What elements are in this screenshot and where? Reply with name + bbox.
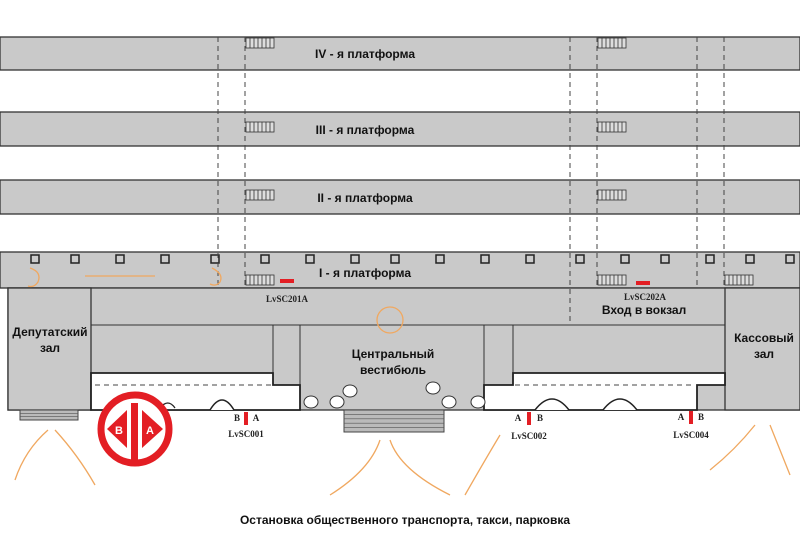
pillar-icon [160, 254, 170, 264]
pillar-icon [705, 254, 715, 264]
platform-3-label: III - я платформа [316, 123, 415, 137]
pillar-icon [745, 254, 755, 264]
platform-3: III - я платформа [0, 111, 800, 147]
pillar-icon [70, 254, 80, 264]
sensor-code: LvSC002 [511, 431, 547, 441]
side-label: B [698, 412, 704, 422]
side-label: B [537, 413, 543, 423]
side-label: A [253, 413, 260, 423]
stairs-icons [245, 37, 754, 286]
platform-2-label: II - я платформа [317, 191, 413, 205]
sensor-lvsc004[interactable]: A B LvSC004 [673, 411, 709, 440]
pillar-icon [30, 254, 40, 264]
ticket-hall-label-2: зал [754, 347, 774, 361]
platform-4-label: IV - я платформа [315, 47, 415, 61]
sensor-code: LvSC202A [624, 292, 667, 302]
central-lobby-label: Центральный [352, 347, 435, 361]
logo-right-letter: A [146, 425, 154, 437]
stairs-icon [597, 121, 627, 133]
stairs-icon [597, 274, 627, 286]
stairs-icon [597, 189, 627, 201]
pillar-icon [210, 254, 220, 264]
bidirectional-logo-icon: B A [97, 391, 173, 467]
pillar-icon [435, 254, 445, 264]
station-entrance-label: Вход в вокзал [602, 303, 686, 317]
deputy-hall-label-2: зал [40, 341, 60, 355]
pillar-icon [660, 254, 670, 264]
sensor-code: LvSC004 [673, 430, 709, 440]
pillar-icon [305, 254, 315, 264]
sensor-code: LvSC001 [228, 429, 264, 439]
side-label: A [515, 413, 522, 423]
deputy-hall-label: Депутатский [12, 325, 87, 339]
sensor-lvsc201a[interactable]: LvSC201A [266, 279, 309, 304]
ticket-hall-label: Кассовый [734, 331, 794, 345]
platform-2: II - я платформа [0, 179, 800, 215]
side-label: B [234, 413, 240, 423]
pillars [30, 254, 795, 264]
pillar-icon [525, 254, 535, 264]
dashed-lines [217, 37, 725, 325]
sensor-lvsc002[interactable]: A B LvSC002 [511, 412, 547, 441]
pillar-icon [390, 254, 400, 264]
platform-4: IV - я платформа [0, 36, 800, 71]
pillar-icon [115, 254, 125, 264]
platform-1-label: I - я платформа [319, 266, 411, 280]
stairs-icon [597, 37, 627, 49]
pillar-icon [620, 254, 630, 264]
pillar-icon [575, 254, 585, 264]
pillar-icon [350, 254, 360, 264]
sensor-lvsc202a[interactable]: LvSC202A [624, 281, 667, 302]
stairs-icon [245, 37, 275, 49]
logo-left-letter: B [115, 425, 123, 437]
flow-arrows [14, 267, 791, 496]
central-lobby-label-2: вестибюль [360, 363, 426, 377]
side-label: A [678, 412, 685, 422]
stairs-icon [245, 274, 275, 286]
stairs-icon [724, 274, 754, 286]
pillar-icon [260, 254, 270, 264]
stairs-icon [245, 121, 275, 133]
sensor-code: LvSC201A [266, 294, 309, 304]
stairs-icon [245, 189, 275, 201]
pillar-icon [785, 254, 795, 264]
sensor-lvsc001[interactable]: B A LvSC001 [228, 412, 264, 439]
footer-caption: Остановка общественного транспорта, такс… [240, 513, 570, 527]
pillar-icon [480, 254, 490, 264]
ticket-hall-room [724, 287, 800, 411]
